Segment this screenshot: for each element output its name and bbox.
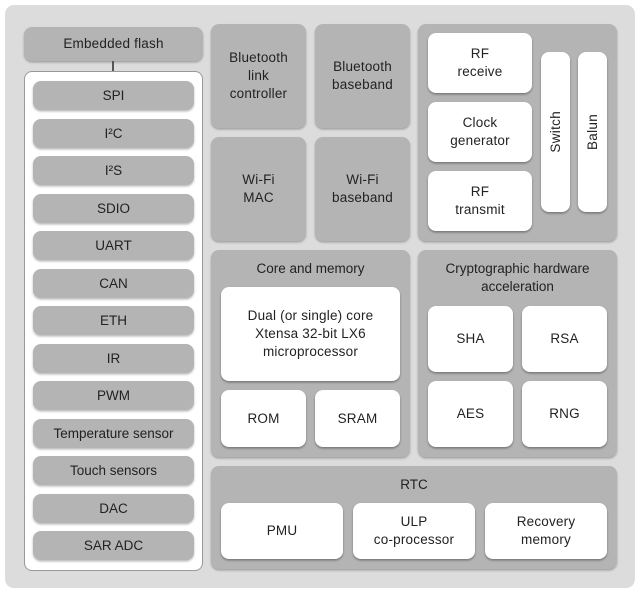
switch-label: Switch (548, 111, 563, 153)
wifi-baseband-block: Wi-Fi baseband (315, 137, 410, 241)
peripheral-temperature-sensor: Temperature sensor (33, 418, 194, 448)
peripheral-eth: ETH (33, 306, 194, 335)
ulp-coprocessor-block: ULP co-processor (353, 503, 475, 559)
rtc-title: RTC (400, 477, 428, 492)
bluetooth-link-controller-block: Bluetooth link controller (211, 24, 306, 128)
peripheral-spi: SPI (33, 81, 194, 110)
peripheral-can: CAN (33, 268, 194, 298)
flash-connector-line (112, 61, 114, 79)
cpu-block: Dual (or single) core Xtensa 32-bit LX6 … (221, 287, 400, 381)
peripheral-sar-adc: SAR ADC (33, 531, 194, 560)
rsa-block: RSA (522, 306, 607, 372)
core-memory-title: Core and memory (256, 261, 365, 276)
sram-block: SRAM (315, 390, 400, 447)
peripheral-touch-sensors: Touch sensors (33, 456, 194, 485)
peripheral-i2s: I²S (33, 156, 194, 185)
embedded-flash-block: Embedded flash (24, 27, 203, 61)
bluetooth-baseband-block: Bluetooth baseband (315, 24, 410, 128)
balun-block: Balun (578, 52, 607, 212)
aes-block: AES (428, 381, 513, 447)
balun-label: Balun (585, 113, 600, 151)
peripheral-dac: DAC (33, 493, 194, 523)
rf-receive-block: RF receive (428, 33, 532, 93)
wifi-mac-block: Wi-Fi MAC (211, 137, 306, 241)
crypto-title: Cryptographic hardware acceleration (445, 261, 590, 294)
peripheral-uart: UART (33, 231, 194, 260)
pmu-block: PMU (221, 503, 343, 559)
clock-generator-block: Clock generator (428, 102, 532, 162)
peripheral-sdio: SDIO (33, 193, 194, 223)
rom-block: ROM (221, 390, 306, 447)
peripheral-pwm: PWM (33, 381, 194, 410)
rng-block: RNG (522, 381, 607, 447)
rf-transmit-block: RF transmit (428, 171, 532, 231)
switch-block: Switch (541, 52, 570, 212)
peripheral-i2c: I²C (33, 118, 194, 148)
recovery-memory-block: Recovery memory (485, 503, 607, 559)
peripheral-ir: IR (33, 343, 194, 373)
sha-block: SHA (428, 306, 513, 372)
